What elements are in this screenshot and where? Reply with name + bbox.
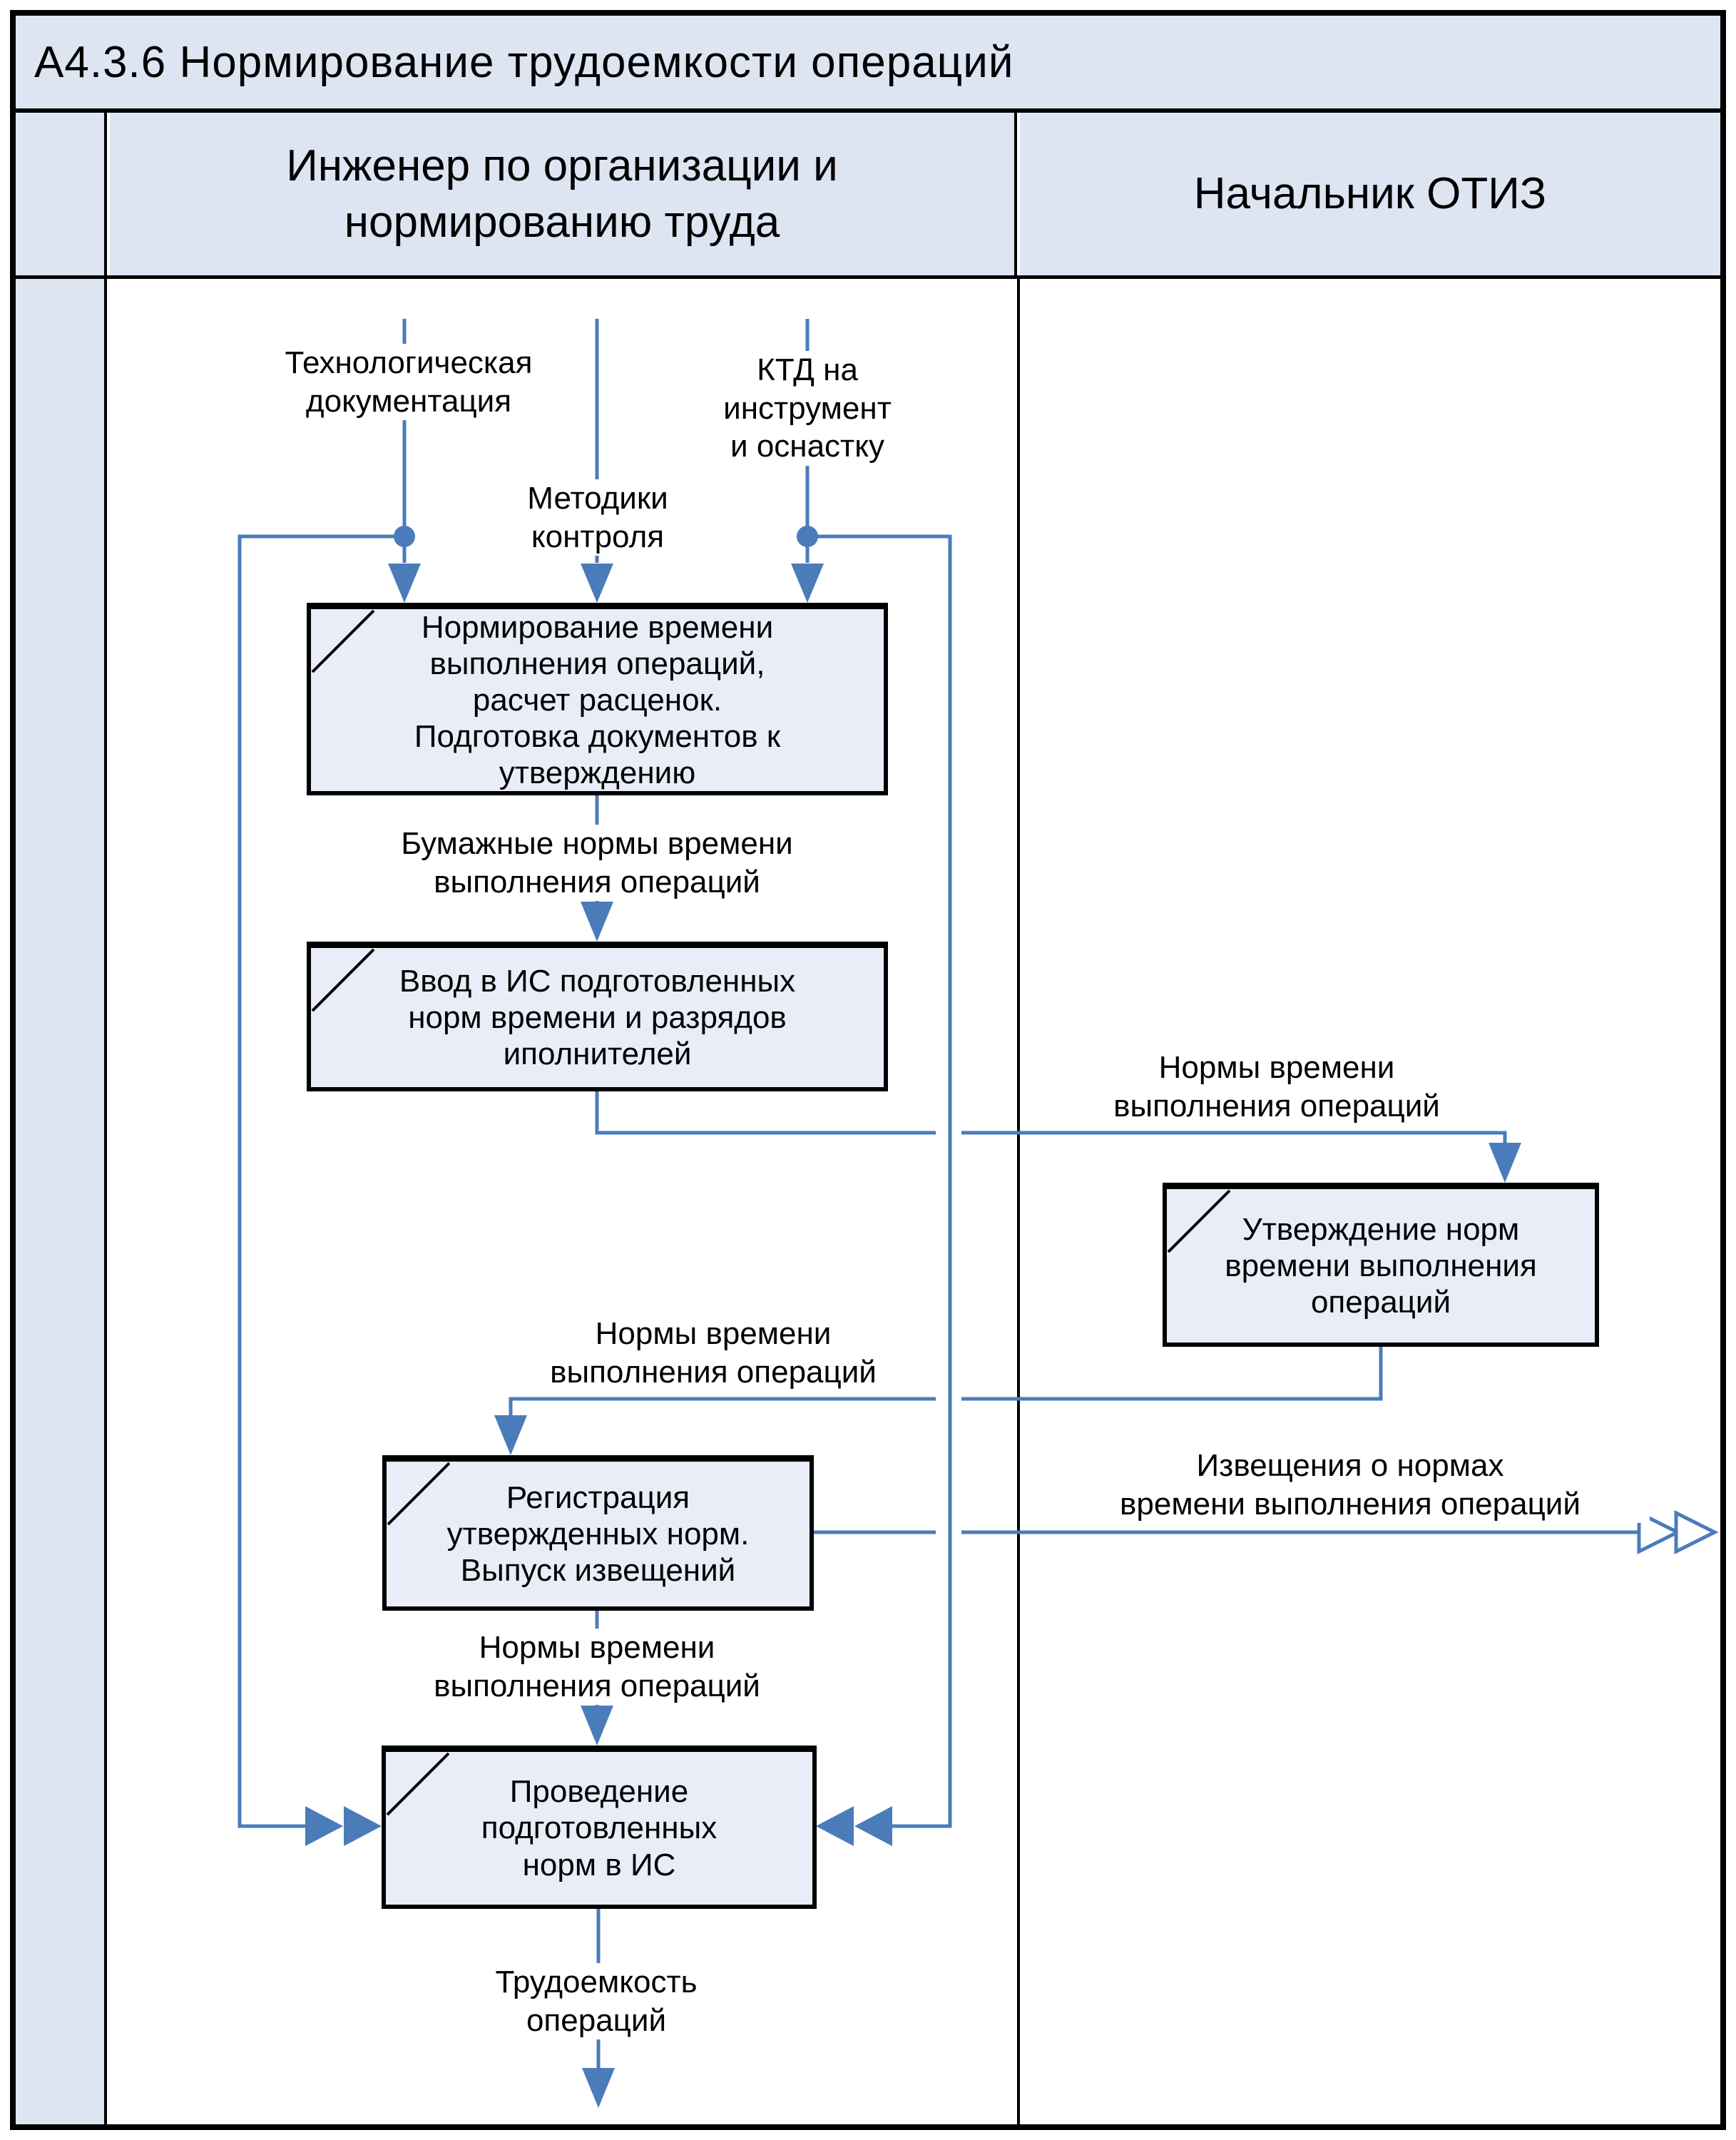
flow-label-norms-to-post: Нормы времени выполнения операций — [383, 1629, 811, 1706]
corner-fold-icon — [387, 1462, 451, 1526]
lane-header-engineer: Инженер по организации и нормированию тр… — [110, 113, 1017, 275]
flow-label-tech-doc: Технологическая документация — [238, 344, 580, 421]
lane-header-otiz: Начальник ОТИЗ — [1020, 113, 1720, 275]
process-box-provedenie: Проведение подготовленных норм в ИС — [382, 1746, 817, 1909]
lane-header-otiz-label: Начальник ОТИЗ — [1193, 169, 1547, 219]
process-box-normirovanie: Нормирование времени выполнения операций… — [307, 603, 888, 795]
process-box-utverzhdenie: Утверждение норм времени выполнения опер… — [1163, 1183, 1599, 1347]
corner-fold-icon — [311, 609, 375, 673]
page-title: А4.3.6 Нормирование трудоемкости операци… — [34, 37, 1014, 87]
process-box-label: Регистрация утвержденных норм. Выпуск из… — [446, 1479, 750, 1589]
process-box-vvod-v-is: Ввод в ИС подготовленных норм времени и … — [307, 942, 888, 1091]
flow-label-ktd: КТД на инструмент и оснастку — [679, 351, 936, 467]
process-box-label: Ввод в ИС подготовленных норм времени и … — [399, 963, 796, 1072]
process-box-label: Утверждение норм времени выполнения опер… — [1225, 1211, 1537, 1320]
lane-divider-line — [1017, 279, 1020, 2124]
title-bar: А4.3.6 Нормирование трудоемкости операци… — [16, 16, 1720, 113]
flow-label-paper-norms: Бумажные нормы времени выполнения операц… — [369, 825, 825, 902]
header-divider-line — [16, 275, 1720, 279]
process-box-label: Нормирование времени выполнения операций… — [414, 609, 781, 791]
flow-label-notices: Извещения о нормах времени выполнения оп… — [1051, 1447, 1650, 1524]
corner-fold-icon — [311, 948, 375, 1012]
flow-label-norms-to-approval: Нормы времени выполнения операций — [1063, 1049, 1491, 1126]
flow-label-control-methods: Методики контроля — [484, 479, 712, 556]
lane-header-engineer-label: Инженер по организации и нормированию тр… — [286, 141, 838, 247]
process-box-label: Проведение подготовленных норм в ИС — [481, 1774, 718, 1882]
flow-label-approved-norms: Нормы времени выполнения операций — [499, 1315, 927, 1392]
outer-border — [10, 10, 1726, 2130]
corner-fold-icon — [386, 1752, 450, 1816]
corner-fold-icon — [1167, 1189, 1231, 1253]
process-box-registracia: Регистрация утвержденных норм. Выпуск из… — [382, 1455, 814, 1611]
left-margin-column — [16, 113, 107, 2124]
flow-label-labor-intensity: Трудоемкость операций — [446, 1963, 746, 2040]
